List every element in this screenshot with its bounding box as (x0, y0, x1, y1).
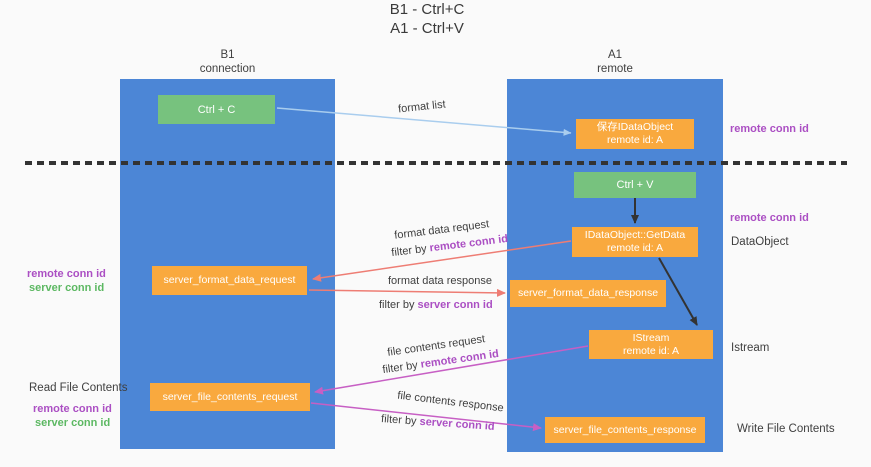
getdata-line1: IDataObject::GetData (584, 229, 686, 241)
ctrl-v-label: Ctrl + V (616, 179, 654, 191)
ctrl-c-label: Ctrl + C (197, 103, 236, 116)
filter-by-text: filter by (379, 299, 418, 311)
server-format-data-response-box: server_format_data_response (510, 280, 666, 307)
filter-by-text: filter by (380, 413, 420, 428)
column-header-b1: B1 connection (120, 48, 335, 76)
file-contents-response-label: file contents response (396, 389, 505, 415)
save-idataobject-line1: 保存IDataObject (596, 121, 674, 133)
column-a1-role: remote (597, 63, 633, 75)
format-data-response-filter-label: filter by server conn id (379, 299, 493, 311)
getdata-line2: remote id: A (606, 242, 664, 254)
server-conn-id-label-bottom-left: server conn id (35, 417, 111, 429)
dataobject-label: DataObject (731, 236, 789, 248)
save-idataobject-line2: remote id: A (606, 134, 664, 146)
server-file-contents-response-box: server_file_contents_response (545, 417, 705, 443)
column-a1-name: A1 (607, 49, 623, 61)
server-conn-id-text: server conn id (419, 415, 495, 433)
filter-by-text: filter by (390, 242, 431, 260)
server-file-contents-request-box: server_file_contents_request (150, 383, 310, 411)
read-file-contents-label: Read File Contents (29, 382, 128, 394)
remote-conn-id-label-top-right: remote conn id (730, 123, 809, 135)
arrow-format-data-response (308, 288, 506, 297)
remote-conn-id-label-bottom-left: remote conn id (33, 403, 112, 415)
column-b1-name: B1 (220, 49, 235, 61)
ctrl-v-box: Ctrl + V (574, 172, 696, 198)
diagram-title: B1 - Ctrl+C A1 - Ctrl+V (0, 0, 854, 38)
server-format-data-response-label: server_format_data_response (517, 287, 659, 299)
server-file-contents-request-label: server_file_contents_request (162, 390, 298, 403)
title-line-1: B1 - Ctrl+C (389, 1, 465, 18)
save-idataobject-box: 保存IDataObject remote id: A (576, 119, 694, 149)
server-file-contents-response-label: server_file_contents_response (553, 423, 697, 436)
column-b1-role: connection (199, 63, 256, 75)
session-divider-dashed-line (25, 161, 847, 165)
remote-conn-id-label-mid-left: remote conn id (27, 268, 106, 280)
istream-line1: IStream (632, 331, 670, 344)
format-list-label: format list (397, 98, 447, 116)
title-line-2: A1 - Ctrl+V (390, 20, 464, 37)
ctrl-c-box: Ctrl + C (158, 95, 275, 124)
istream-box: IStream remote id: A (589, 330, 713, 359)
server-format-data-request-box: server_format_data_request (152, 266, 307, 295)
write-file-contents-label: Write File Contents (737, 423, 835, 435)
format-data-response-label: format data response (388, 275, 492, 287)
column-header-a1: A1 remote (507, 48, 723, 76)
server-format-data-request-label: server_format_data_request (163, 274, 296, 286)
istream-line2: remote id: A (622, 344, 680, 357)
istream-side-label: Istream (731, 342, 770, 354)
remote-conn-id-label-mid-right: remote conn id (730, 212, 809, 224)
file-contents-response-filter-label: filter by server conn id (381, 413, 495, 433)
filter-by-text: filter by (381, 358, 422, 377)
server-conn-id-label-mid-left: server conn id (29, 282, 105, 294)
idataobject-getdata-box: IDataObject::GetData remote id: A (572, 227, 698, 257)
server-conn-id-text: server conn id (417, 299, 493, 311)
